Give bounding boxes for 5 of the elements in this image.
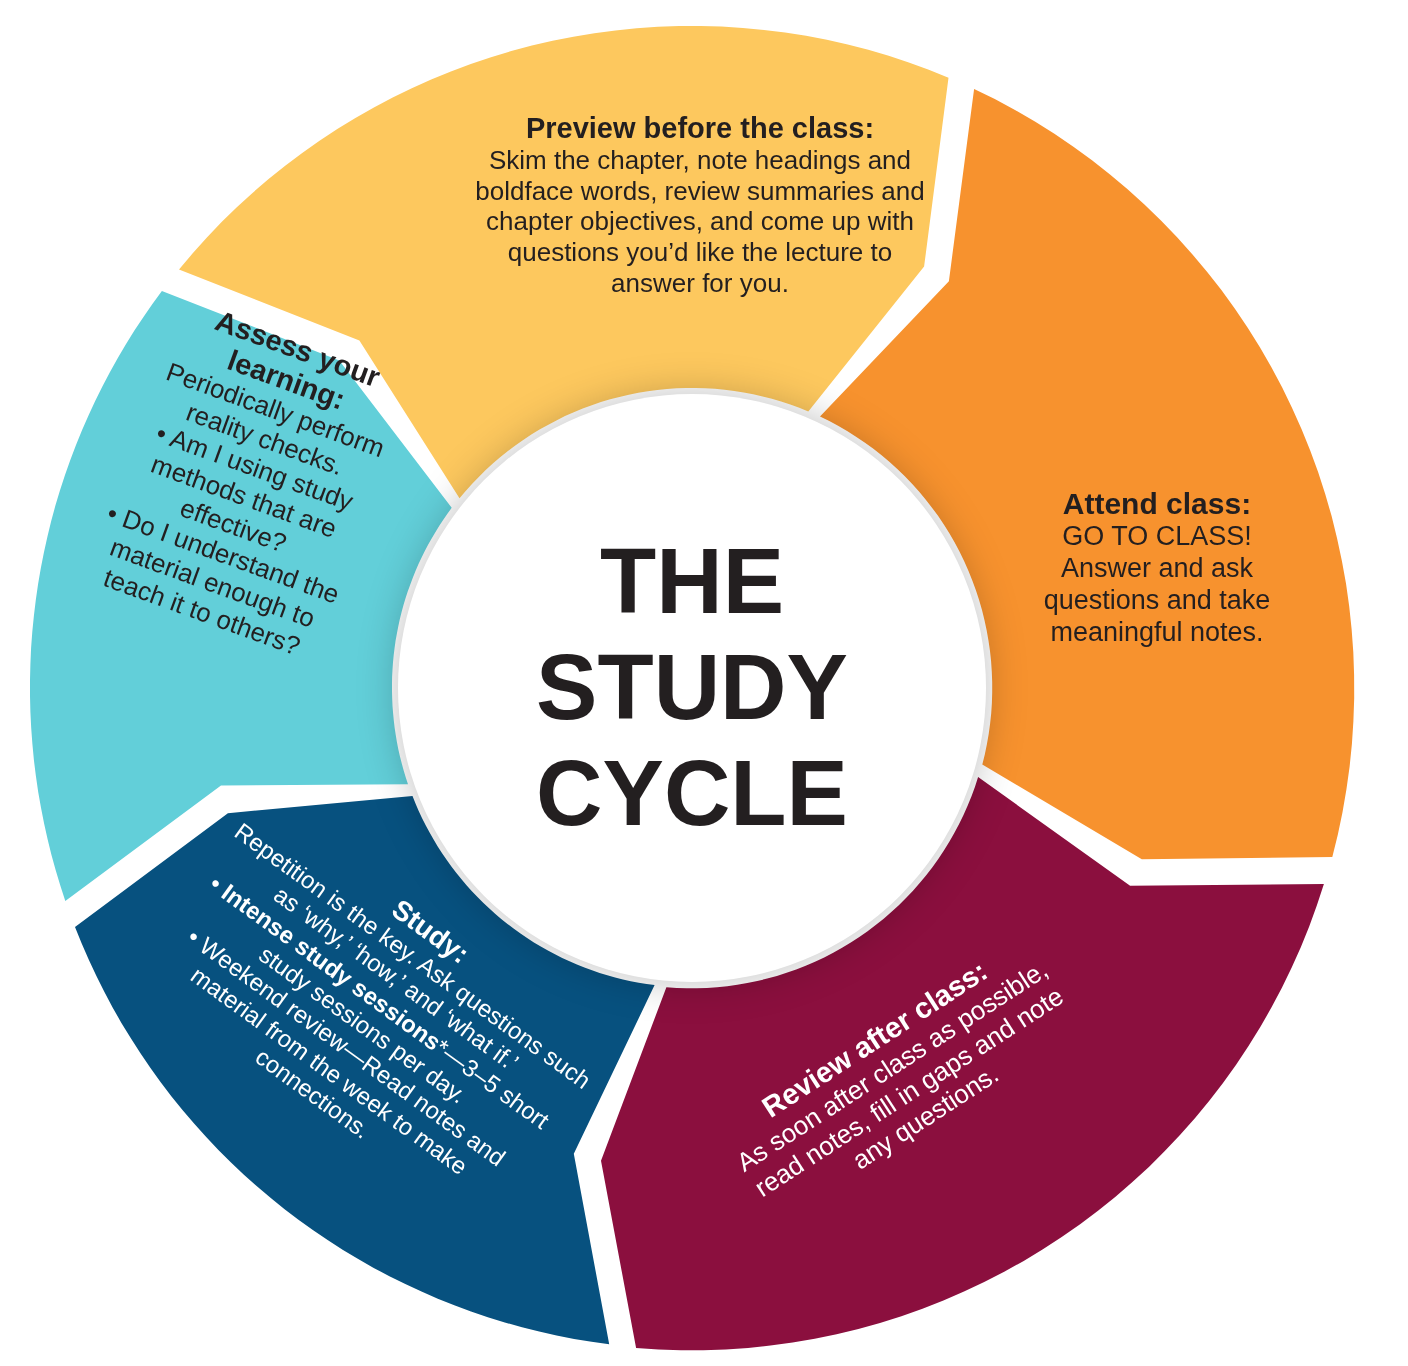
segment-heading: Attend class: xyxy=(1061,487,1253,522)
cycle-title: THE STUDY CYCLE xyxy=(535,529,849,846)
segment-text: GO TO CLASS! Answer and ask questions and take meaningful notes. xyxy=(1042,521,1272,649)
segment-text: Skim the chapter, note headings and boldface words, review summaries and chapter objectives, and come up with questions you’d like the lecture to answer for you. xyxy=(474,144,926,299)
segment-heading: Preview before the class: xyxy=(524,111,876,145)
